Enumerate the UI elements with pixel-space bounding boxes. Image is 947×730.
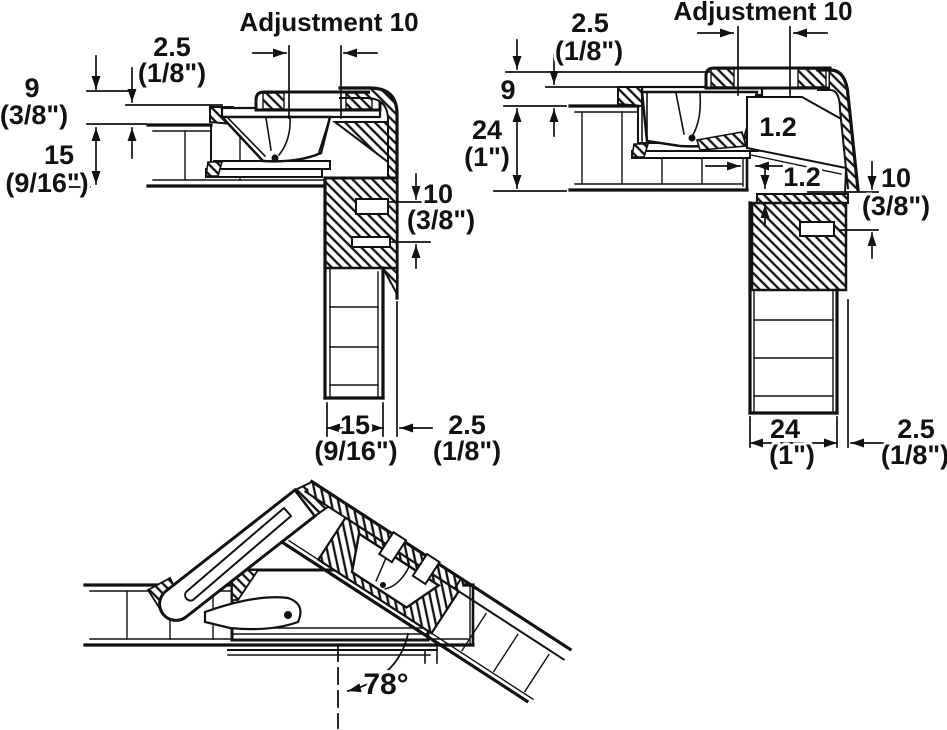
left-drilling-mm: 10 xyxy=(423,179,453,209)
left-panel-mm: 15 xyxy=(44,140,74,170)
door-section xyxy=(750,201,848,292)
pivot-point xyxy=(271,154,279,162)
left-side-gap-mm: 2.5 xyxy=(448,410,486,440)
left-hinge-diagram: Adjustment 10 2.5 (1/8") 9 (3/8") 15 (9/… xyxy=(0,4,504,469)
right-panel-mm: 24 xyxy=(472,115,502,145)
door-edge-band xyxy=(816,68,860,192)
opened-door xyxy=(279,479,573,704)
right-adjustment-label: Adjustment 10 xyxy=(673,0,852,26)
right-side-gap-in: (1/8") xyxy=(881,440,947,470)
left-panel-in: (9/16") xyxy=(5,168,88,198)
arm-link xyxy=(184,506,293,602)
left-door-in: (9/16") xyxy=(314,436,397,466)
left-top-gap-in: (1/8") xyxy=(138,58,206,88)
right-dimensions xyxy=(493,26,887,448)
left-drilling-in: (3/8") xyxy=(407,205,475,235)
opened-hinge-arm xyxy=(146,480,334,631)
left-door-mm: 15 xyxy=(340,410,370,440)
right-clearance-top: 1.2 xyxy=(759,112,797,142)
right-reveal-mm: 9 xyxy=(500,75,515,105)
right-hinge-diagram: Adjustment 10 2.5 (1/8") 9 24 (1") 1.2 1… xyxy=(461,0,947,473)
left-hinge-assembly xyxy=(205,90,389,178)
left-top-gap-mm: 2.5 xyxy=(153,32,191,62)
left-door xyxy=(323,86,399,400)
right-door xyxy=(748,68,860,415)
right-clearance-bottom: 1.2 xyxy=(783,162,821,192)
right-door-mm: 24 xyxy=(770,414,800,444)
opening-angle-diagram: 78° xyxy=(83,479,573,729)
door-edge-band xyxy=(338,86,399,300)
angle-dimension xyxy=(337,632,410,729)
right-top-gap-in: (1/8") xyxy=(555,36,623,66)
flange-wedge xyxy=(617,86,643,108)
left-dimensions xyxy=(11,45,433,437)
door-cup xyxy=(350,531,441,609)
mounting-screw-slot xyxy=(355,198,389,215)
hinge-cup xyxy=(219,115,332,163)
mounting-screw-slot xyxy=(799,221,835,237)
angle-arc xyxy=(346,632,410,693)
pivot-point xyxy=(284,611,292,619)
right-side-gap-mm: 2.5 xyxy=(897,414,935,444)
left-adjustment-label: Adjustment 10 xyxy=(239,7,418,37)
left-cabinet-panel xyxy=(146,123,335,188)
left-side-gap-in: (1/8") xyxy=(433,436,501,466)
pivot-point xyxy=(688,134,696,142)
right-panel-in: (1") xyxy=(464,142,510,172)
right-door-in: (1") xyxy=(769,440,815,470)
right-drilling-mm: 10 xyxy=(881,163,911,193)
left-reveal-in: (3/8") xyxy=(0,100,68,130)
arm-knuckle xyxy=(203,596,302,631)
door-section xyxy=(323,176,399,270)
left-reveal-mm: 9 xyxy=(24,73,39,103)
opening-angle-label: 78° xyxy=(363,668,408,701)
right-drilling-in: (3/8") xyxy=(862,191,930,221)
right-top-gap-mm: 2.5 xyxy=(571,8,609,38)
